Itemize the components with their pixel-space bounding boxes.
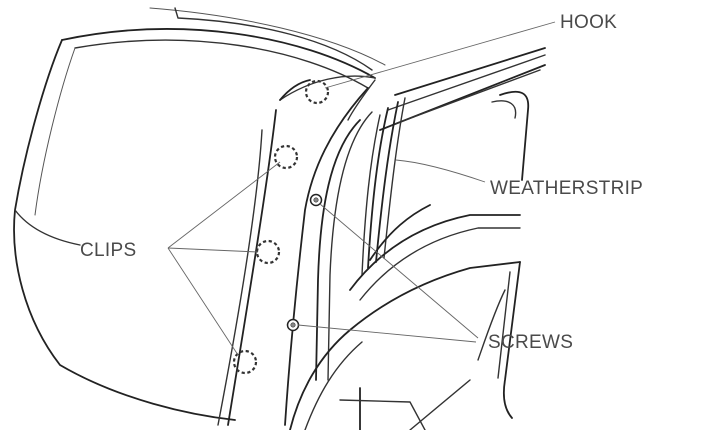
- rear-window: [13, 39, 236, 421]
- clip-top: [273, 144, 299, 170]
- clips-label: CLIPS: [80, 240, 136, 261]
- leader-lines: [167, 21, 556, 356]
- screws-label: SCREWS: [488, 332, 573, 353]
- side-window-frame: [315, 47, 546, 381]
- hook-leader: [324, 21, 556, 89]
- weatherstrip: [361, 97, 406, 276]
- clips: [232, 144, 299, 375]
- clips-leader-bottom: [167, 247, 239, 356]
- clip-middle: [255, 239, 281, 265]
- clip-bottom: [232, 349, 258, 375]
- screw-lower: [286, 318, 300, 332]
- hook-label: HOOK: [560, 12, 617, 33]
- screws-leader-lower: [297, 324, 477, 343]
- roof-panel: [61, 7, 386, 101]
- weatherstrip-leader: [395, 159, 486, 183]
- weatherstrip-label: WEATHERSTRIP: [490, 178, 643, 199]
- clips-leader-middle: [167, 247, 259, 253]
- screw-upper: [309, 193, 323, 207]
- clips-leader-top: [167, 161, 281, 249]
- hook-ring: [304, 79, 330, 105]
- door-panel: [289, 204, 521, 430]
- screws-leader-upper: [319, 203, 479, 339]
- rear-pillar: [217, 79, 376, 426]
